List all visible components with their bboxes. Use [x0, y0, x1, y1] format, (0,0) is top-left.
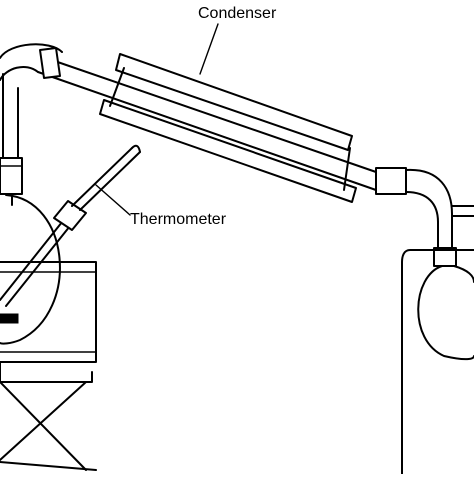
stir-bar — [0, 313, 19, 324]
thermometer — [0, 144, 141, 307]
thermometer-label: Thermometer — [130, 211, 227, 228]
condenser-inner-tube — [37, 47, 377, 191]
receiver-adapter — [375, 167, 474, 267]
condenser-pointer — [199, 23, 219, 75]
distillation-head — [0, 43, 63, 195]
receiver-container — [401, 249, 474, 475]
heating-bath — [0, 261, 97, 363]
lab-stand — [0, 361, 97, 471]
thermometer-pointer — [95, 184, 131, 216]
condenser-jacket — [99, 53, 357, 203]
condenser-label: Condenser — [198, 5, 277, 22]
